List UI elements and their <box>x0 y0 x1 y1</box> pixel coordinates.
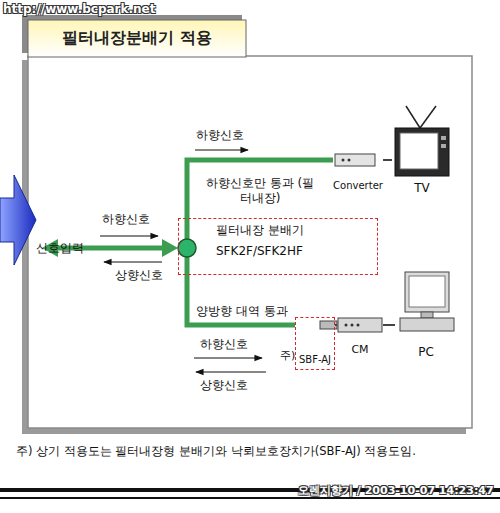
cable-connector <box>335 324 337 326</box>
direction-arrow <box>194 357 262 358</box>
splitter-symbol <box>178 239 196 257</box>
node-text: Converter <box>333 180 383 193</box>
arrow-head <box>162 239 178 257</box>
device-led <box>351 324 354 327</box>
node-text: PC <box>418 345 434 360</box>
pc-stand <box>421 312 433 318</box>
direction-arrow <box>104 261 162 262</box>
watermark: 오렌지향기 / 2003-10-07 14:23:47 <box>298 484 494 498</box>
tv-set <box>395 128 449 176</box>
title-tab <box>28 20 246 57</box>
input-arrow <box>0 175 36 265</box>
pc-screen <box>409 276 445 307</box>
splitter-box: 필터내장 분배기 SFK2F/SFK2HF <box>178 218 378 275</box>
pc-box: PC <box>395 268 457 360</box>
pc-case <box>400 318 454 331</box>
note-marker: 주) <box>280 349 295 363</box>
signal-label: 하향신호 <box>196 128 244 143</box>
node-text: 필터내장 분배기 <box>216 223 304 238</box>
converter-box: Converter <box>333 150 383 192</box>
tv-antenna <box>420 106 436 128</box>
node-text: SBF-AJ <box>299 354 331 367</box>
direction-arrow <box>100 235 158 236</box>
direction-arrow <box>195 149 248 150</box>
signal-label: 상향신호 <box>200 378 248 393</box>
converter-device <box>335 154 375 166</box>
tv-antenna <box>406 106 420 128</box>
input-label: 신호입력 <box>36 241 84 256</box>
cable-connector <box>187 160 333 218</box>
signal-label: 상향신호 <box>115 268 163 283</box>
cable-modem <box>338 318 382 332</box>
watermark: http://www.bcpark.net <box>3 2 155 17</box>
cable-connector <box>383 159 392 161</box>
node-text: TV <box>414 181 430 196</box>
modem-box: CM <box>337 315 383 357</box>
direction-arrow <box>196 371 266 372</box>
node-text: SFK2F/SFK2HF <box>216 244 303 259</box>
diagram-title: 필터내장분배기 적용 <box>28 20 246 57</box>
signal-label: 하향신호 <box>102 212 150 227</box>
tv-knob <box>441 136 446 140</box>
tv-screen <box>400 133 438 169</box>
tv-box: TV <box>392 104 452 196</box>
edge-label: 양방향 대역 통과 <box>196 304 288 319</box>
edge-label: 하향신호만 통과 (필터내장) <box>205 176 315 206</box>
footer-bar <box>0 497 500 499</box>
cable-connector <box>383 324 395 326</box>
cable-connector <box>187 275 295 325</box>
protector-box: SBF-AJ <box>295 317 335 370</box>
pc-monitor <box>405 272 449 312</box>
content-frame <box>28 56 472 428</box>
tv-knob <box>441 144 446 148</box>
node-text: CM <box>351 343 368 357</box>
caption-note: 주) 상기 적용도는 필터내장형 분배기와 낙뢰보호장치가(SBF-AJ) 적용… <box>16 444 416 458</box>
device-led <box>357 324 360 327</box>
signal-label: 하향신호 <box>200 337 248 352</box>
device-led <box>348 159 351 162</box>
device-led <box>345 324 348 327</box>
device-led <box>342 159 345 162</box>
